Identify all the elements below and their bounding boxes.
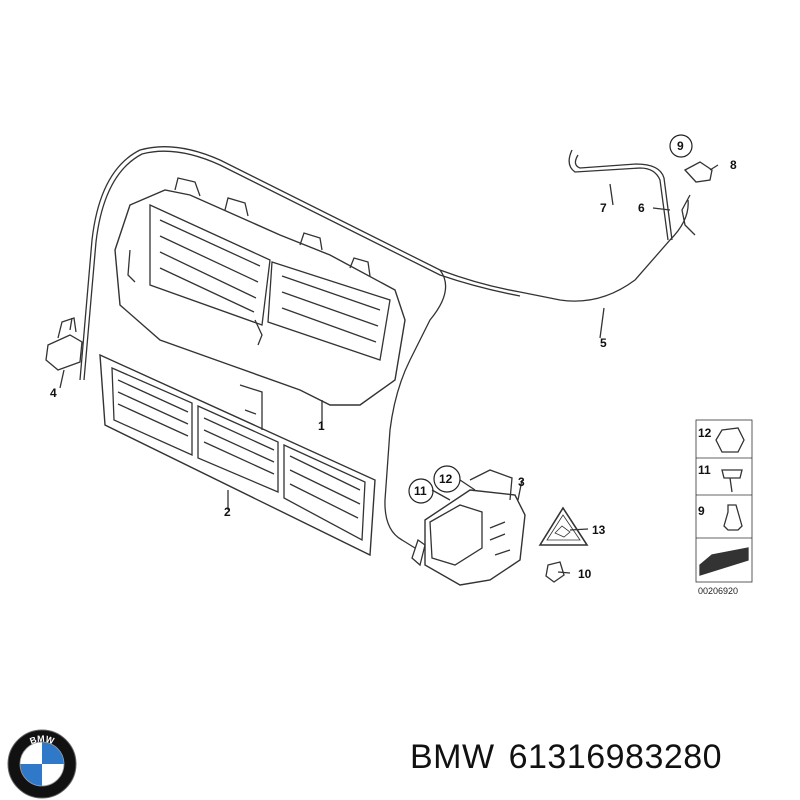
callout-4: 4 [50,386,57,400]
callout-1: 1 [318,419,325,433]
brand-name: BMW [410,738,495,776]
callout-10: 10 [578,567,592,581]
part-3-actuator [411,469,526,586]
callout-12: 12 [439,472,453,486]
callout-9: 9 [677,139,684,153]
callout-13: 13 [592,523,606,537]
part-8-clip [683,161,713,183]
legend-label-11: 11 [698,463,711,477]
part-6-7-hose [568,149,696,241]
legend-panel [695,419,753,583]
legend-clip-icon [715,427,745,453]
part-10-bolt [545,561,565,583]
legend-label-12: 12 [698,426,712,440]
part-1-grille-housing [114,177,406,406]
callout-6: 6 [638,201,645,215]
legend-screw-icon [721,469,743,493]
part-2-shutter-frame [99,353,376,557]
part-4-connector [45,317,83,371]
callout-8: 8 [730,158,737,172]
legend-rivet-icon [723,504,743,531]
svg-text:BMW: BMW [28,734,55,747]
callout-11: 11 [414,484,427,498]
legend-label-9: 9 [698,504,705,518]
part-number: 61316983280 [508,738,723,776]
part-title: BMW 61316983280 [410,738,736,777]
bmw-logo: BMW [7,729,77,799]
callout-5: 5 [600,336,607,350]
callout-3: 3 [518,475,525,489]
cable-5 [79,146,689,381]
part-13-warning-label [538,506,589,546]
reference-number: 00206920 [698,586,738,596]
callout-7: 7 [600,201,607,215]
callout-2: 2 [224,505,231,519]
legend-arrow-icon [699,547,749,576]
